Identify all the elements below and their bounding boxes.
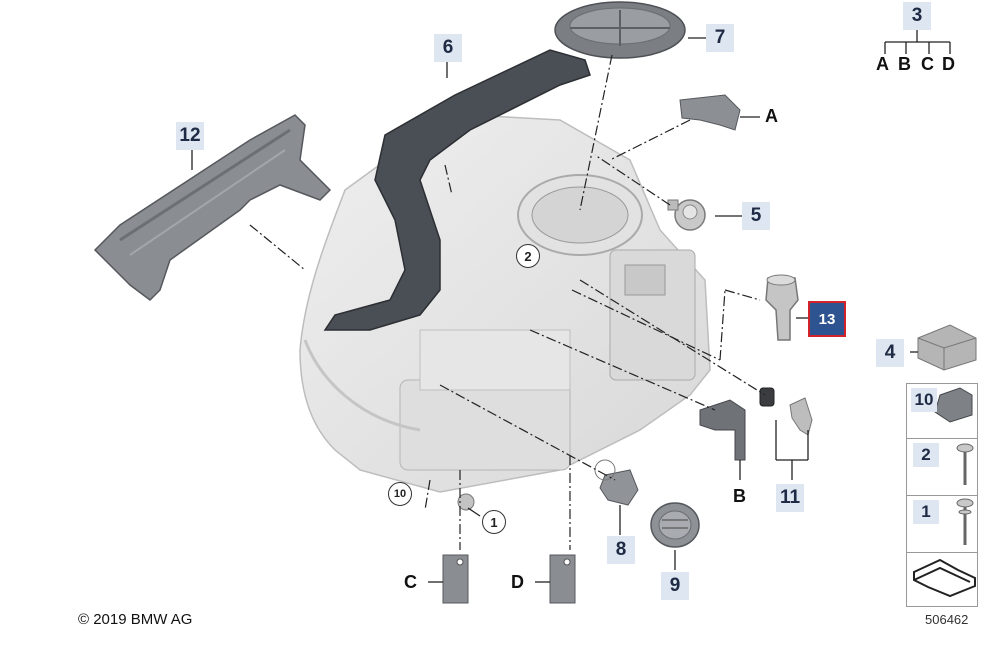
callout-3[interactable]: 3 [903, 2, 931, 30]
legend-num-10[interactable]: 10 [911, 388, 937, 412]
label-B[interactable]: B [733, 486, 746, 506]
legend-row-1: 1 [907, 496, 977, 553]
callout-2-circled[interactable]: 2 [516, 244, 540, 268]
callout-4[interactable]: 4 [876, 339, 904, 367]
seal-strip-part-6 [323, 49, 591, 331]
legend-icons [913, 387, 976, 598]
callout-1-circled[interactable]: 1 [482, 510, 506, 534]
fastener-legend: 10 2 1 [906, 383, 978, 607]
label-C[interactable]: C [404, 572, 417, 592]
label-D[interactable]: D [511, 572, 524, 592]
callout-13-selected[interactable]: 13 [808, 301, 846, 337]
diagram-id: 506462 [925, 612, 969, 627]
legend-num-2[interactable]: 2 [913, 443, 939, 467]
callout-11[interactable]: 11 [776, 484, 804, 512]
variant-A: A [876, 54, 889, 74]
variant-D: D [942, 54, 955, 74]
callout-12[interactable]: 12 [176, 122, 204, 150]
callout-8[interactable]: 8 [607, 536, 635, 564]
callout-5[interactable]: 5 [742, 202, 770, 230]
legend-num-1[interactable]: 1 [913, 500, 939, 524]
support-bracket-part-12 [93, 114, 332, 301]
variant-B: B [898, 54, 911, 74]
callout-7[interactable]: 7 [706, 24, 734, 52]
legend-row-2: 2 [907, 439, 977, 496]
callout-10-circled[interactable]: 10 [388, 482, 412, 506]
copyright-text: © 2019 BMW AG [78, 611, 193, 628]
callout-6[interactable]: 6 [434, 34, 462, 62]
legend-row-10: 10 [907, 384, 977, 439]
label-A[interactable]: A [765, 106, 778, 126]
variant-C: C [921, 54, 934, 74]
callout-9[interactable]: 9 [661, 572, 689, 600]
